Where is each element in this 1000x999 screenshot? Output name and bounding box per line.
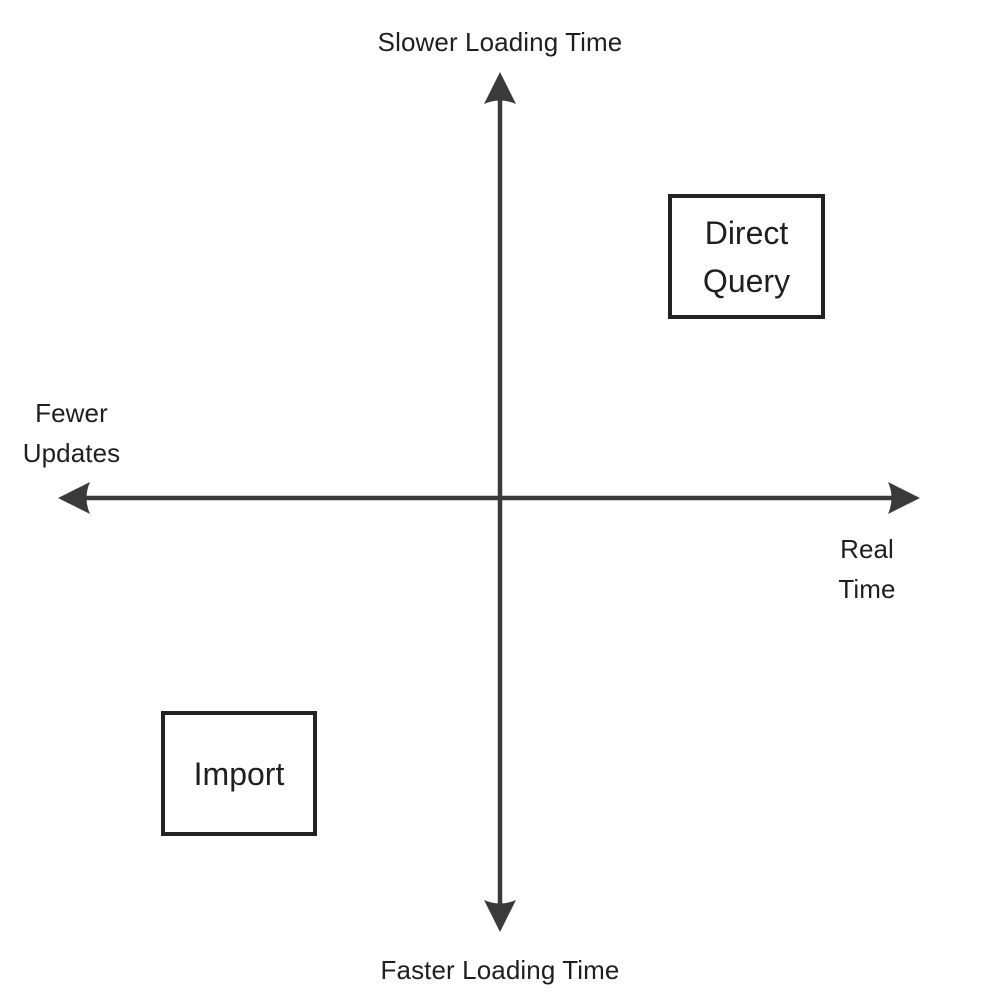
axis-arrow-down-icon [484,900,516,932]
axis-arrow-up-icon [484,72,516,104]
axis-arrow-right-icon [888,482,920,514]
node-box-import[interactable]: Import [161,711,317,836]
node-box-direct-query[interactable]: Direct Query [668,194,825,319]
axis-label-top: Slower Loading Time [377,27,623,57]
axis-label-left: Fewer Updates [22,398,121,468]
axis-arrow-left-icon [58,482,90,514]
axis-label-bottom: Faster Loading Time [380,955,620,985]
axis-label-right: Real Time [838,534,896,604]
